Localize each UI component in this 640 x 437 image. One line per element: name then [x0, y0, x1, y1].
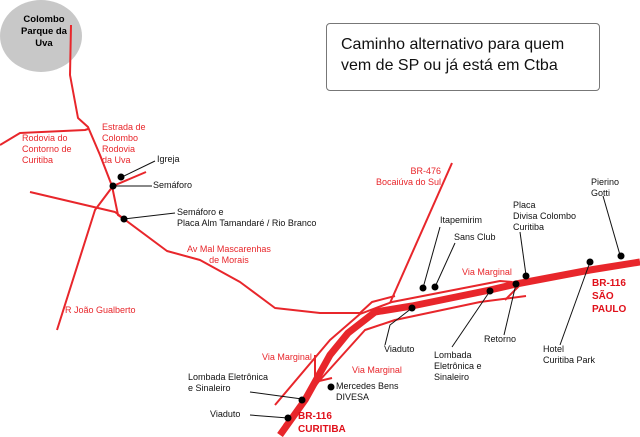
poi-retorno: Retorno	[484, 334, 517, 344]
poi-itapemirim-dot	[419, 284, 427, 292]
label-via-marginal-3: Via Marginal	[352, 365, 402, 375]
label-line: Semáforo e	[177, 207, 224, 217]
poi-viaduto-2: Viaduto	[210, 409, 241, 419]
road-estrada-colombo	[69, 24, 125, 220]
road-av-mal	[29, 191, 396, 314]
label-via-marginal-2: Via Marginal	[262, 352, 312, 362]
poi-lombada-2: Lombada Eletrônica e Sinaleiro	[188, 372, 268, 394]
poi-mercedes-dot	[327, 383, 335, 391]
city-label: Colombo Parque da Uva	[21, 14, 67, 49]
label-line: e Sinaleiro	[188, 383, 231, 393]
poi-hotel-dot	[586, 258, 594, 266]
road-contorno	[0, 128, 89, 146]
poi-retorno-dot	[512, 280, 520, 288]
label-line: Divisa Colombo	[513, 211, 577, 221]
label-line: BR-476	[410, 166, 442, 176]
poi-sans-club: Sans Club	[454, 232, 496, 242]
label-line: BR-116	[592, 278, 626, 289]
poi-semaforo-dot	[109, 182, 117, 190]
poi-mercedes: Mercedes Bens DIVESA	[336, 381, 399, 403]
label-line: Lombada	[434, 350, 472, 360]
label-av-mal: Av Mal Mascarenhas de Morais	[187, 244, 271, 266]
label-line: Curitiba Park	[543, 355, 596, 365]
label-line: Curitiba	[513, 222, 545, 232]
poi-igreja-dot	[117, 173, 125, 181]
label-line: CURITIBA	[298, 424, 346, 435]
poi-hotel: Hotel Curitiba Park	[543, 344, 595, 366]
poi-lombada-dot	[486, 287, 494, 295]
label-br116-curitiba: BR-116 CURITIBA	[298, 410, 346, 436]
poi-placa-divisa: Placa Divisa Colombo Curitiba	[513, 200, 576, 233]
label-br476: BR-476 Bocaiúva do Sul	[376, 166, 441, 188]
poi-placa-divisa-dot	[522, 272, 530, 280]
label-line: Placa	[513, 200, 536, 210]
poi-igreja: Igreja	[157, 154, 180, 164]
label-line: Estrada de	[102, 122, 146, 132]
label-line: Rodovia	[102, 144, 136, 154]
road-retorno	[504, 284, 521, 301]
label-line: Lombada Eletrônica	[188, 372, 269, 382]
road-via-marginal-upper	[274, 280, 513, 406]
label-estrada-colombo: Estrada de Colombo Rodovia da Uva	[102, 122, 146, 166]
label-contorno: Rodovia do Contorno de Curitiba	[22, 133, 72, 166]
road-joao-gualberto	[56, 185, 114, 331]
label-line: da Uva	[102, 155, 131, 165]
label-line: PAULO	[592, 304, 627, 315]
label-line: Bocaiúva do Sul	[376, 177, 442, 187]
label-line: Pierino	[591, 177, 620, 187]
poi-sans-club-dot	[431, 283, 439, 291]
label-line: DIVESA	[336, 392, 370, 402]
label-line: Gotti	[591, 188, 611, 198]
poi-viaduto2-dot	[284, 414, 292, 422]
poi-pierino-gotti: Pierino Gotti	[591, 177, 619, 199]
info-line-1: Caminho alternativo para quem	[341, 36, 565, 53]
label-joao-gualberto: R João Gualberto	[65, 305, 136, 315]
road-br116	[277, 258, 640, 437]
city-marker-colombo	[0, 0, 82, 72]
poi-semaforo-placa-dot	[120, 215, 128, 223]
road-via-marginal-lower	[283, 295, 527, 426]
poi-pierino-dot	[617, 252, 625, 260]
poi-semaforo-placa: Semáforo e Placa Alm Tamandaré / Rio Bra…	[177, 207, 316, 229]
label-line: Colombo	[102, 133, 139, 143]
poi-itapemirim: Itapemirim	[440, 215, 483, 225]
info-box: Caminho alternativo para quem vem de SP …	[326, 23, 600, 91]
poi-lombada2-dot	[298, 396, 306, 404]
label-line: Curitiba	[22, 155, 54, 165]
poi-lombada: Lombada Eletrônica e Sinaleiro	[434, 350, 482, 383]
label-line: SÃO	[592, 291, 614, 302]
road-br476	[389, 162, 453, 304]
label-line: Placa Alm Tamandaré / Rio Branco	[177, 218, 317, 228]
label-line: Mercedes Bens	[336, 381, 399, 391]
poi-semaforo: Semáforo	[153, 180, 193, 190]
label-line: Contorno de	[22, 144, 72, 154]
label-via-marginal-1: Via Marginal	[462, 267, 512, 277]
label-line: Eletrônica e	[434, 361, 482, 371]
label-line: Sinaleiro	[434, 372, 470, 382]
road-igreja-branch	[112, 171, 147, 187]
info-line-2: vem de SP ou já está em Ctba	[341, 57, 558, 74]
label-line: BR-116	[298, 411, 332, 422]
poi-viaduto-dot	[408, 304, 416, 312]
poi-viaduto: Viaduto	[384, 344, 415, 354]
label-line: Rodovia do	[22, 133, 68, 143]
label-br116-sao-paulo: BR-116 SÃO PAULO	[592, 277, 626, 316]
label-line: Hotel	[543, 344, 565, 354]
label-line: Av Mal Mascarenhas	[187, 244, 271, 254]
label-line: de Morais	[209, 255, 249, 265]
